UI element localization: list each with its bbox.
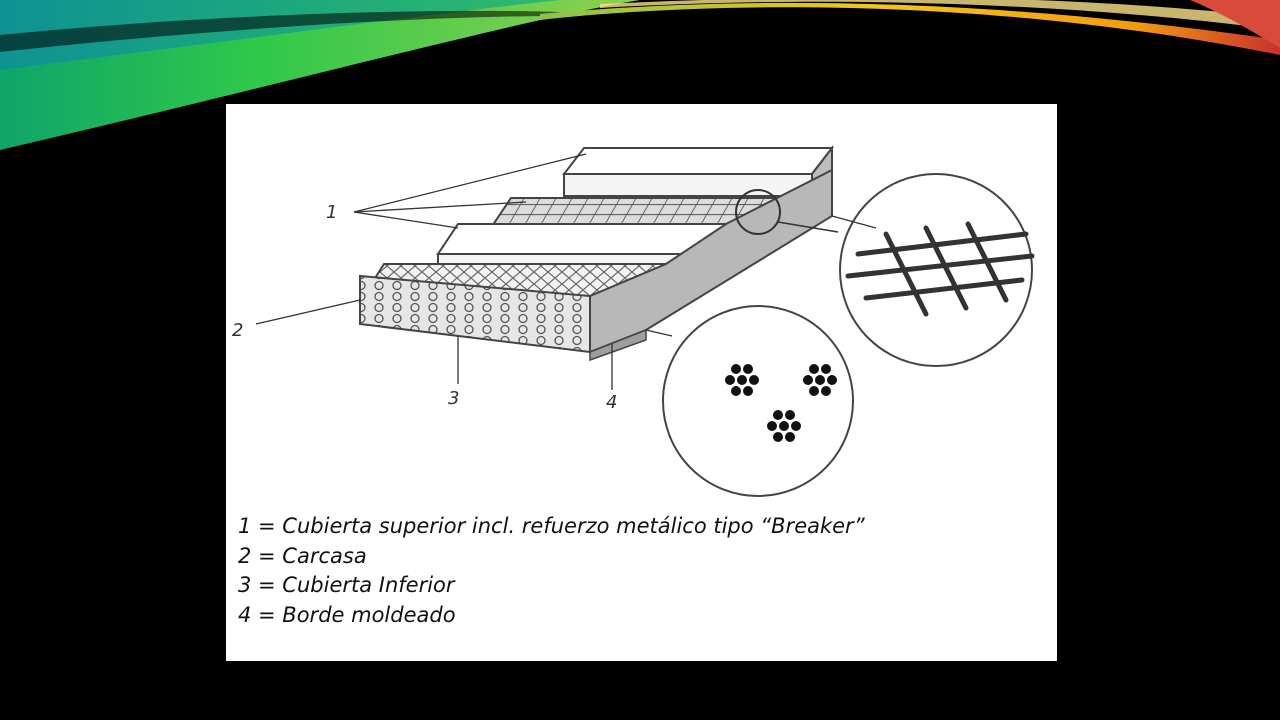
callout-3: 3: [448, 388, 459, 409]
mesh-zoom-circle: [839, 173, 1035, 367]
leader-lines: [255, 153, 877, 390]
upper-cover: [561, 145, 835, 199]
legend-item-1: 1 = Cubierta superior incl. refuerzo met…: [238, 514, 865, 538]
callout-4: 4: [606, 392, 617, 413]
detail-circle-marker: [735, 189, 781, 235]
legend: 1 = Cubierta superior incl. refuerzo met…: [238, 512, 865, 630]
callout-2: 2: [232, 320, 243, 341]
callout-1: 1: [326, 202, 337, 223]
cord-zoom-circle: [662, 305, 854, 497]
belt-figure: 1 2 3 4 1 = Cubierta superior incl. refu…: [226, 104, 1057, 661]
steel-cord-belt-diagram: 1 2 3 4: [232, 145, 1035, 497]
legend-item-2: 2 = Carcasa: [238, 543, 367, 568]
ribbon-banner: [0, 0, 1280, 150]
legend-item-4: 4 = Borde moldeado: [238, 602, 456, 627]
legend-item-3: 3 = Cubierta Inferior: [238, 573, 455, 597]
